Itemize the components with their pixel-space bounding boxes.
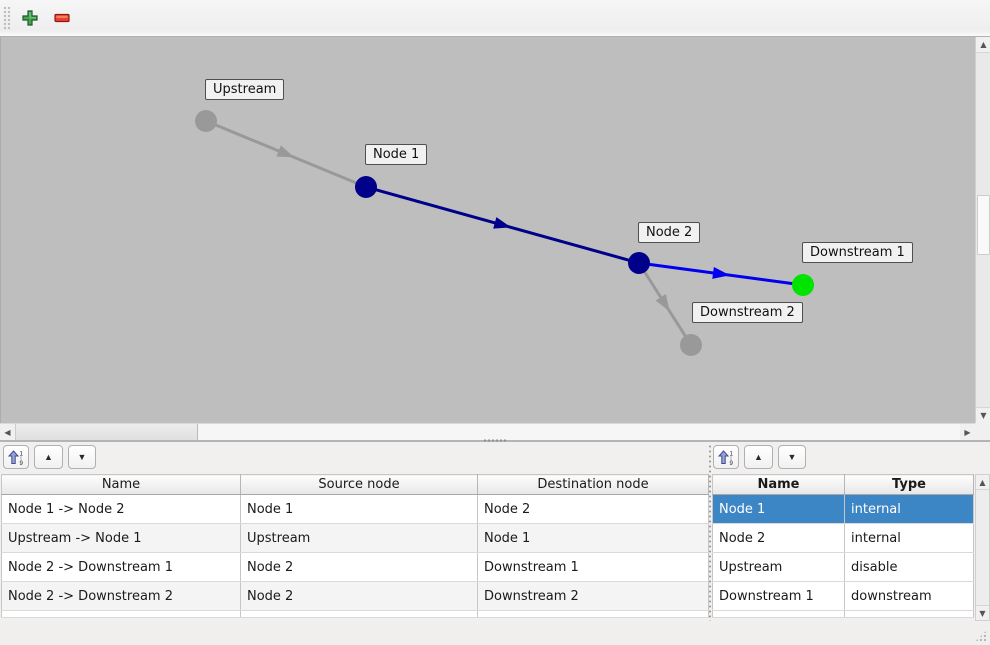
right-arrow-icon: ▶ [964,428,971,437]
scrollbar-corner [975,423,990,440]
vertical-splitter[interactable] [708,444,712,621]
horizontal-scrollbar-thumb[interactable] [15,424,198,440]
graph-node-node1[interactable] [355,176,377,198]
sort-ascending-icon: 1 9 [7,449,23,466]
column-header-name[interactable]: Name [712,474,845,495]
up-arrow-icon: ▲ [980,40,987,49]
table-cell: Node 1 -> Node 2 [1,494,241,524]
table-cell: Downstream 2 [477,581,709,611]
empty-row [1,610,709,618]
node-label-downstream1[interactable]: Downstream 1 [802,242,913,263]
sort-edges-button[interactable]: 1 9 [3,445,29,469]
edge-arrow-icon [276,145,295,158]
graph-svg [195,110,814,356]
table-cell: Node 2 [712,523,845,553]
graph-node-downstream1[interactable] [792,274,814,296]
svg-text:9: 9 [19,461,23,466]
move-node-down-button[interactable]: ▼ [778,445,806,469]
table-cell: disable [844,552,974,582]
splitter-handle[interactable] [483,438,507,443]
remove-button[interactable] [51,8,73,30]
minus-icon [54,13,70,22]
edge-arrow-icon [712,266,730,279]
vertical-scrollbar-thumb[interactable] [977,195,990,255]
status-bar [0,623,990,645]
left-arrow-icon: ◀ [4,428,11,437]
svg-text:1: 1 [19,451,23,457]
down-arrow-icon: ▼ [980,411,987,420]
plus-icon [22,9,38,26]
column-header-source-node[interactable]: Source node [240,474,478,495]
down-arrow-icon: ▼ [979,609,986,618]
node-label-node2[interactable]: Node 2 [638,222,701,243]
move-node-up-button[interactable]: ▲ [744,445,773,469]
graph-node-node2[interactable] [628,252,650,274]
table-cell: Downstream 1 [712,581,845,611]
table-cell: Upstream [712,552,845,582]
edge-arrow-icon [655,294,670,312]
graph-node-upstream[interactable] [195,110,217,132]
node-label-downstream2[interactable]: Downstream 2 [692,302,803,323]
scroll-right-button[interactable]: ▶ [960,424,975,441]
down-arrow-icon: ▼ [77,452,87,462]
table-cell: Node 1 [712,494,845,524]
column-header-destination-node[interactable]: Destination node [477,474,709,495]
table-cell: Node 2 [240,552,478,582]
scroll-up-button[interactable]: ▲ [976,475,989,490]
graph-horizontal-scrollbar[interactable]: ◀ ▶ [0,423,975,441]
add-button[interactable] [19,8,41,30]
scroll-left-button[interactable]: ◀ [0,424,15,441]
down-arrow-icon: ▼ [787,452,797,462]
graph-node-downstream2[interactable] [680,334,702,356]
up-arrow-icon: ▲ [44,452,53,462]
move-edge-down-button[interactable]: ▼ [68,445,96,469]
table-cell: Node 1 [477,523,709,553]
table-cell: Node 2 -> Downstream 1 [1,552,241,582]
table-cell: downstream [844,581,974,611]
table-cell: Upstream -> Node 1 [1,523,241,553]
table-cell: Node 2 -> Downstream 2 [1,581,241,611]
sort-ascending-icon: 1 9 [717,449,733,466]
resize-grip-icon[interactable] [975,630,987,642]
column-header-type[interactable]: Type [844,474,974,495]
table-cell: Upstream [240,523,478,553]
scroll-down-button[interactable]: ▼ [976,407,990,423]
node-label-node1[interactable]: Node 1 [365,144,428,165]
node-label-upstream[interactable]: Upstream [205,79,285,100]
graph-vertical-scrollbar[interactable]: ▲ ▼ [975,37,990,423]
table-cell: Node 1 [240,494,478,524]
sort-nodes-button[interactable]: 1 9 [713,445,739,469]
svg-text:1: 1 [729,451,733,457]
nodes-table-scrollbar[interactable]: ▲ ▼ [975,474,990,621]
table-cell: internal [844,523,974,553]
up-arrow-icon: ▲ [754,452,763,462]
scroll-up-button[interactable]: ▲ [976,37,990,53]
scroll-down-button[interactable]: ▼ [976,605,989,620]
move-edge-up-button[interactable]: ▲ [34,445,63,469]
table-cell: Node 2 [240,581,478,611]
table-cell: internal [844,494,974,524]
edge-arrow-icon [493,217,512,229]
empty-row [712,610,974,618]
main-toolbar [0,0,990,37]
table-cell: Downstream 1 [477,552,709,582]
table-cell: Node 2 [477,494,709,524]
toolbar-grip[interactable] [3,6,11,31]
up-arrow-icon: ▲ [979,478,986,487]
column-header-name[interactable]: Name [1,474,241,495]
svg-text:9: 9 [729,461,733,466]
